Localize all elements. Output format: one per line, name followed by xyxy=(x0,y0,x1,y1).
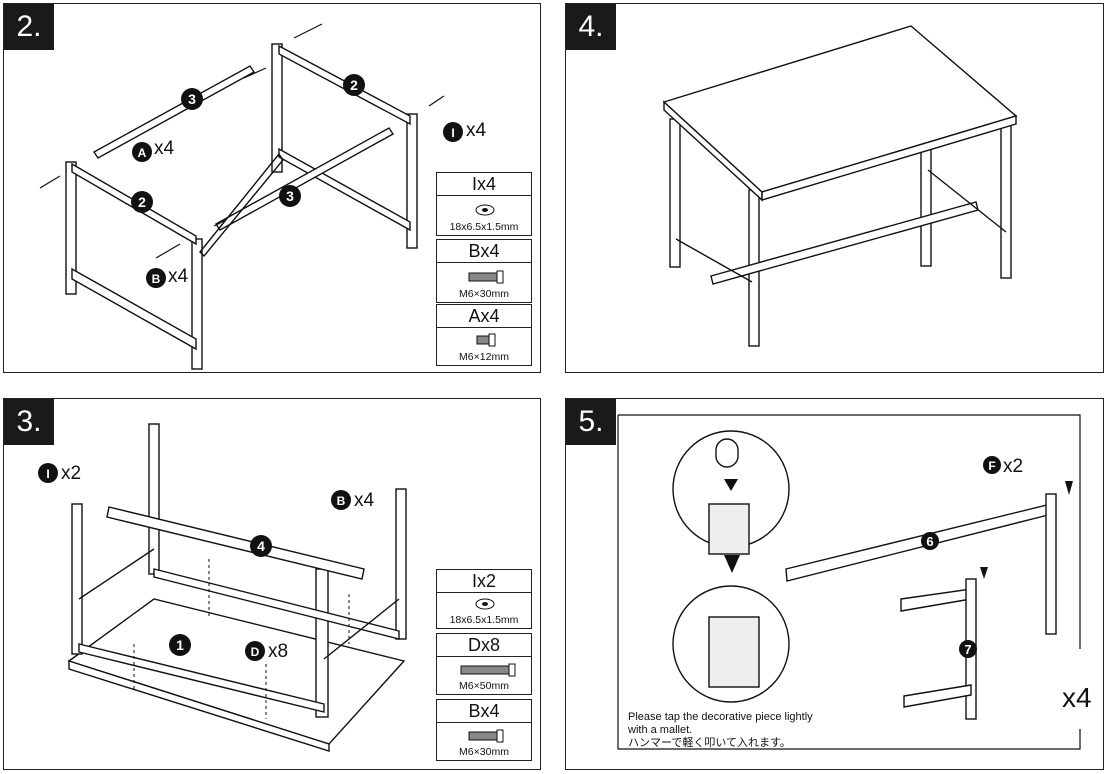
part-number-3-back: 3 xyxy=(188,91,196,107)
bolt-icon xyxy=(468,270,504,284)
part-number-7: 7 xyxy=(964,642,971,657)
hardware-b-count: x4 xyxy=(168,266,189,287)
frame-assembly-diagram: 3 2 2 3 A B I xyxy=(39,23,463,370)
hardware-d-count: x8 xyxy=(268,641,289,662)
hardware-card-spec: M6×30mm xyxy=(459,746,509,758)
hardware-card-title: Ax4 xyxy=(437,305,531,328)
hardware-f-count: x2 xyxy=(1003,456,1024,477)
hardware-card-spec: M6×50mm xyxy=(459,680,509,692)
hardware-card-bolt-b: Bx4 M6×30mm xyxy=(436,239,532,303)
hardware-letter-a: A xyxy=(138,146,147,160)
part-number-6: 6 xyxy=(926,534,933,549)
step-3-panel: 3. xyxy=(3,398,541,770)
hardware-card-bolt-b: Bx4 M6×30mm xyxy=(436,699,532,761)
hardware-card-title: Ix4 xyxy=(437,173,531,196)
washer-icon xyxy=(475,204,495,216)
hardware-b-count: x4 xyxy=(354,490,375,511)
bolt-icon xyxy=(460,663,516,677)
hardware-card-spec: 18x6.5x1.5mm xyxy=(449,614,519,626)
hardware-card-title: Dx8 xyxy=(437,634,531,657)
hardware-card-washer: Ix4 18x6.5x1.5mm xyxy=(436,172,532,236)
part-number-2-front: 2 xyxy=(138,194,146,210)
step-4-panel: 4. xyxy=(565,3,1104,373)
step-number: 3. xyxy=(4,399,54,445)
hardware-i-count: x2 xyxy=(61,463,82,484)
step-5-panel: 5. xyxy=(565,398,1104,770)
instruction-note: Please tap the decorative piece lightly … xyxy=(628,711,813,750)
part-number-markers xyxy=(38,463,351,661)
tabletop-attach-diagram: 4 1 I B D xyxy=(38,423,407,752)
hardware-letter-i: I xyxy=(46,467,49,481)
hardware-card-spec: M6×30mm xyxy=(459,288,509,300)
hardware-letter-f: F xyxy=(988,459,995,473)
hardware-letter-b: B xyxy=(337,494,346,508)
bolt-icon xyxy=(468,729,504,743)
part-number-markers xyxy=(131,74,463,288)
bolt-icon xyxy=(476,333,496,347)
hardware-letter-d: D xyxy=(251,645,260,659)
hardware-card-spec: M6×12mm xyxy=(459,351,509,363)
instruction-line-3: ハンマーで軽く叩いて入れます。 xyxy=(628,737,791,749)
instruction-line-2: with a mallet. xyxy=(628,724,693,736)
hardware-card-bolt-d: Dx8 M6×50mm xyxy=(436,633,532,695)
step-2-panel: 2. xyxy=(3,3,541,373)
hardware-card-spec: 18x6.5x1.5mm xyxy=(449,221,519,233)
hardware-card-title: Ix2 xyxy=(437,570,531,593)
part-number-2-back: 2 xyxy=(350,77,358,93)
hardware-card-bolt-a: Ax4 M6×12mm xyxy=(436,304,532,366)
washer-icon xyxy=(475,598,495,610)
assembly-multiplier: x4 xyxy=(1062,682,1092,713)
hardware-letter-b: B xyxy=(152,272,161,286)
hardware-card-title: Bx4 xyxy=(437,240,531,263)
hardware-letter-i: I xyxy=(451,126,454,140)
step-number: 2. xyxy=(4,4,54,50)
part-number-1: 1 xyxy=(176,637,184,653)
hardware-card-washer: Ix2 18x6.5x1.5mm xyxy=(436,569,532,629)
assembled-table-diagram xyxy=(662,25,1018,347)
step-number: 4. xyxy=(566,4,616,50)
part-number-4: 4 xyxy=(257,538,265,554)
instruction-line-1: Please tap the decorative piece lightly xyxy=(628,711,813,723)
decorative-piece-diagram: 6 7 F xyxy=(617,414,1081,750)
part-number-3-front: 3 xyxy=(286,188,294,204)
hardware-card-title: Bx4 xyxy=(437,700,531,723)
step-number: 5. xyxy=(566,399,616,445)
hardware-i-count: x4 xyxy=(466,120,487,141)
hardware-a-count: x4 xyxy=(154,138,175,159)
